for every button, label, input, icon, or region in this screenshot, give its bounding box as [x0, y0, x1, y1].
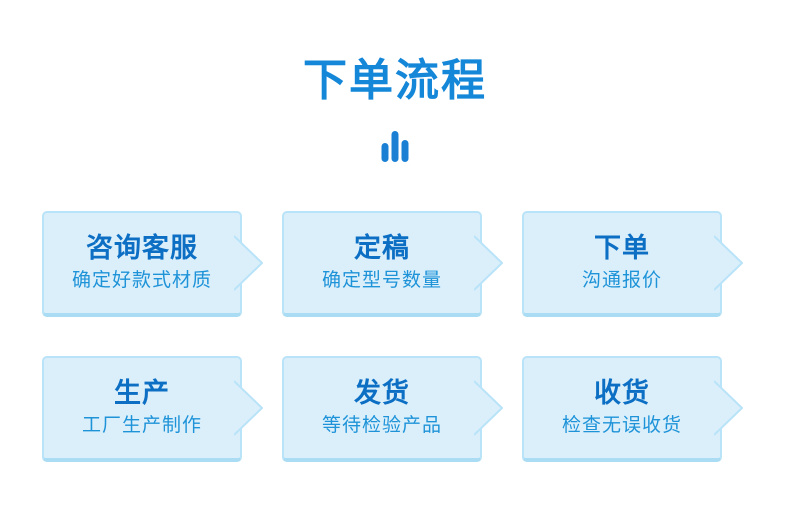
step-title: 下单	[594, 233, 650, 264]
arrow-right-icon	[474, 235, 503, 291]
chart-bar-short	[381, 143, 389, 162]
step-subtitle: 等待检验产品	[321, 414, 442, 436]
step-title: 发货	[354, 378, 410, 409]
step-subtitle: 检查无误收货	[561, 414, 682, 436]
arrow-right-icon	[234, 235, 263, 291]
step-card-production: 生产 工厂生产制作	[42, 356, 263, 462]
page-title: 下单流程	[303, 56, 487, 105]
step-title: 收货	[594, 378, 650, 409]
arrow-right-icon	[474, 380, 503, 436]
step-card-consult: 咨询客服 确定好款式材质	[42, 211, 263, 317]
step-card-finalize: 定稿 确定型号数量	[282, 211, 503, 317]
step-title: 咨询客服	[86, 233, 198, 264]
steps-grid: 咨询客服 确定好款式材质 定稿 确定型号数量 下单 沟通报价 生产 工厂生产制作	[42, 211, 748, 462]
arrow-right-icon	[714, 235, 743, 291]
step-subtitle: 沟通报价	[581, 269, 662, 291]
step-card-shipping: 发货 等待检验产品	[282, 356, 503, 462]
arrow-right-icon	[714, 380, 743, 436]
step-subtitle: 确定型号数量	[321, 269, 442, 291]
step-title: 生产	[114, 378, 170, 409]
chart-bar-medium	[401, 140, 409, 162]
step-card-receive: 收货 检查无误收货	[522, 356, 743, 462]
chart-bar-tall	[391, 131, 399, 162]
step-subtitle: 工厂生产制作	[81, 414, 202, 436]
step-card-place-order: 下单 沟通报价	[522, 211, 743, 317]
step-subtitle: 确定好款式材质	[71, 269, 212, 291]
step-title: 定稿	[354, 233, 410, 264]
arrow-right-icon	[234, 380, 263, 436]
chart-bars-icon	[381, 131, 409, 162]
